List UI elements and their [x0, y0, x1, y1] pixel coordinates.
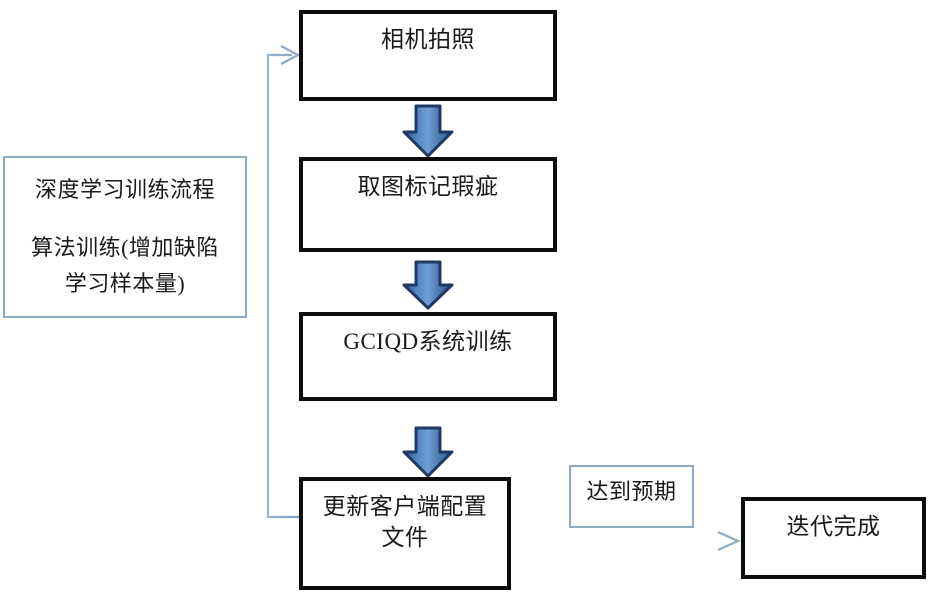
- note-expectation[interactable]: 达到预期: [569, 465, 694, 528]
- node-mark-defects-label: 取图标记瑕疵: [357, 174, 499, 199]
- block-arrow-down-3: [402, 426, 454, 478]
- block-arrow-down-2: [402, 260, 454, 310]
- node-camera-label: 相机拍照: [381, 27, 475, 52]
- node-camera[interactable]: 相机拍照: [299, 10, 557, 101]
- node-iteration-done[interactable]: 迭代完成: [741, 497, 926, 579]
- note-training-flow-line1: 深度学习训练流程: [34, 177, 215, 202]
- node-update-config-label: 更新客户端配置 文件: [322, 494, 488, 550]
- note-training-flow-line2: 算法训练(增加缺陷 学习样本量): [31, 235, 219, 296]
- done-connector: [512, 530, 741, 552]
- node-mark-defects[interactable]: 取图标记瑕疵: [299, 157, 557, 252]
- node-system-training[interactable]: GCIQD系统训练: [299, 312, 557, 401]
- node-system-training-label: GCIQD系统训练: [343, 329, 513, 354]
- note-expectation-label: 达到预期: [586, 479, 677, 504]
- note-training-flow[interactable]: 深度学习训练流程 算法训练(增加缺陷 学习样本量): [3, 156, 247, 318]
- node-update-config[interactable]: 更新客户端配置 文件: [299, 477, 511, 590]
- block-arrow-down-1: [402, 104, 454, 158]
- feedback-connector: [266, 45, 301, 519]
- node-iteration-done-label: 迭代完成: [786, 514, 881, 539]
